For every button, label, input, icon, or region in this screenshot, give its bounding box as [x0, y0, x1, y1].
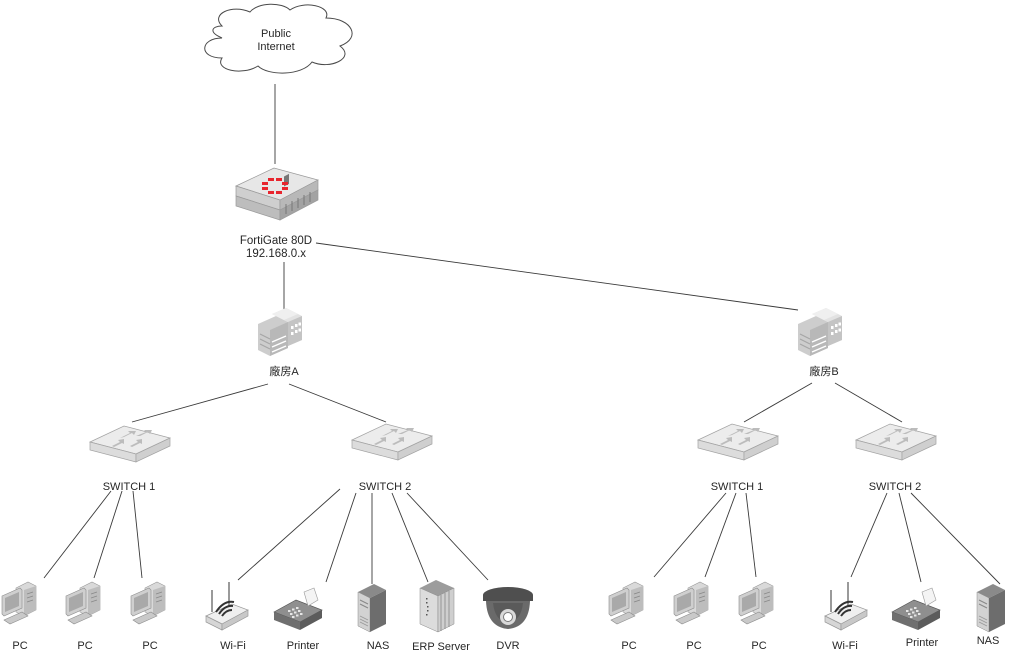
- switch-label-a2: SWITCH 2: [358, 481, 412, 493]
- internet-label-line1: Public: [261, 28, 291, 40]
- pc-icon: [673, 581, 709, 625]
- switch-icon-a1: [89, 425, 171, 463]
- link-b-sw2-printer: [898, 492, 922, 583]
- site-a-label: 廠房A: [269, 366, 299, 378]
- device-label: NAS: [976, 635, 1000, 647]
- internet-label-line2: Internet: [257, 41, 295, 53]
- pc-icon: [738, 581, 774, 625]
- device-label: PC: [751, 640, 767, 652]
- building-icon-site-a: [257, 307, 303, 357]
- pc-icon: [65, 581, 101, 625]
- link-b-sw1-pc2: [704, 492, 737, 578]
- link-a-sw1-pc1: [43, 490, 112, 579]
- device-label: PC: [686, 640, 702, 652]
- nas-icon: [357, 583, 387, 633]
- firewall-label: FortiGate 80D 192.168.0.x: [240, 235, 312, 261]
- link-b-sw2-nas: [910, 492, 1001, 585]
- device-label: Printer: [286, 640, 320, 652]
- printer-icon: [273, 587, 323, 631]
- switch-icon-a2: [351, 423, 433, 461]
- link-b-sw1-pc1: [653, 492, 727, 578]
- firewall-name: FortiGate 80D: [239, 235, 313, 247]
- pc-icon: [608, 581, 644, 625]
- link-firewall-site-b: [315, 242, 799, 311]
- link-a-sw2-printer: [325, 492, 357, 583]
- link-site-b-switch1: [743, 382, 813, 423]
- device-label: PC: [77, 640, 93, 652]
- dvr-camera-icon: [482, 586, 534, 630]
- device-label: Wi-Fi: [220, 640, 246, 652]
- fortinet-logo-icon: [262, 178, 288, 194]
- switch-label-b1: SWITCH 1: [710, 481, 764, 493]
- link-a-sw1-pc3: [132, 490, 143, 579]
- firewall-icon: [235, 167, 319, 221]
- link-site-a-switch1: [131, 383, 269, 423]
- building-icon-site-b: [797, 307, 843, 357]
- pc-icon: [130, 581, 166, 625]
- link-site-b-switch2: [834, 382, 903, 423]
- link-a-sw2-dvr: [406, 492, 489, 581]
- device-label: DVR: [496, 640, 520, 652]
- connection-lines: [43, 84, 1001, 585]
- device-label: PC: [621, 640, 637, 652]
- nas-icon: [976, 583, 1006, 633]
- switch-label-b2: SWITCH 2: [868, 481, 922, 493]
- site-b-label: 廠房B: [809, 366, 839, 378]
- link-a-sw2-wifi: [237, 488, 341, 581]
- link-a-sw2-erp: [391, 492, 429, 583]
- link-b-sw2-wifi: [850, 492, 888, 578]
- internet-label: Public Internet: [257, 28, 294, 54]
- switch-label-a1: SWITCH 1: [102, 481, 156, 493]
- device-label: Printer: [905, 637, 939, 649]
- device-label: ERP Server: [412, 641, 470, 653]
- link-site-a-switch2: [288, 383, 387, 423]
- erp-server-icon: [419, 579, 455, 633]
- wifi-router-icon: [205, 581, 249, 631]
- link-a-sw1-pc2: [93, 490, 123, 579]
- device-label: PC: [12, 640, 28, 652]
- switch-icon-b2: [855, 423, 937, 461]
- device-label: PC: [142, 640, 158, 652]
- cloud-icon: [204, 3, 353, 74]
- wifi-router-icon: [824, 581, 868, 631]
- device-label: Wi-Fi: [832, 640, 858, 652]
- device-label: NAS: [366, 640, 390, 652]
- switch-icon-b1: [697, 423, 779, 461]
- pc-icon: [1, 581, 37, 625]
- printer-icon: [891, 587, 941, 631]
- link-b-sw1-pc3: [745, 492, 757, 578]
- firewall-ip: 192.168.0.x: [245, 248, 307, 260]
